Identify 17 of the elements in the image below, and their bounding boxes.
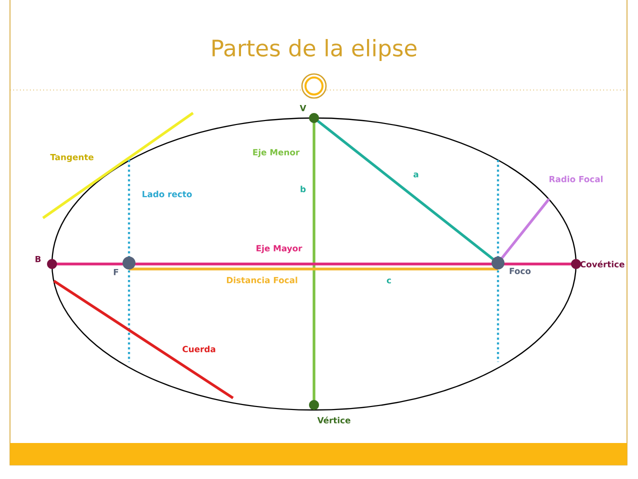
part-label: Vértice [317,416,350,424]
part-label: F [114,268,118,276]
part-label: Distancia Focal [226,276,298,284]
part-label: c [386,278,391,284]
part-label: a [414,172,418,178]
part-label: Lado recto [142,190,192,198]
part-label: Tangente [50,154,94,162]
part-label: V [300,104,306,112]
title: Partes de la elipse [212,39,416,61]
part-label: Covértice [580,260,624,268]
part-label: B [36,256,41,262]
part-label: Foco [510,268,531,274]
part-label: Eje Menor [253,148,300,158]
part-label: b [300,186,306,192]
part-label: Cuerda [182,346,216,352]
part-label: Eje Mayor [256,244,302,254]
part-label: Radio Focal [550,176,603,182]
